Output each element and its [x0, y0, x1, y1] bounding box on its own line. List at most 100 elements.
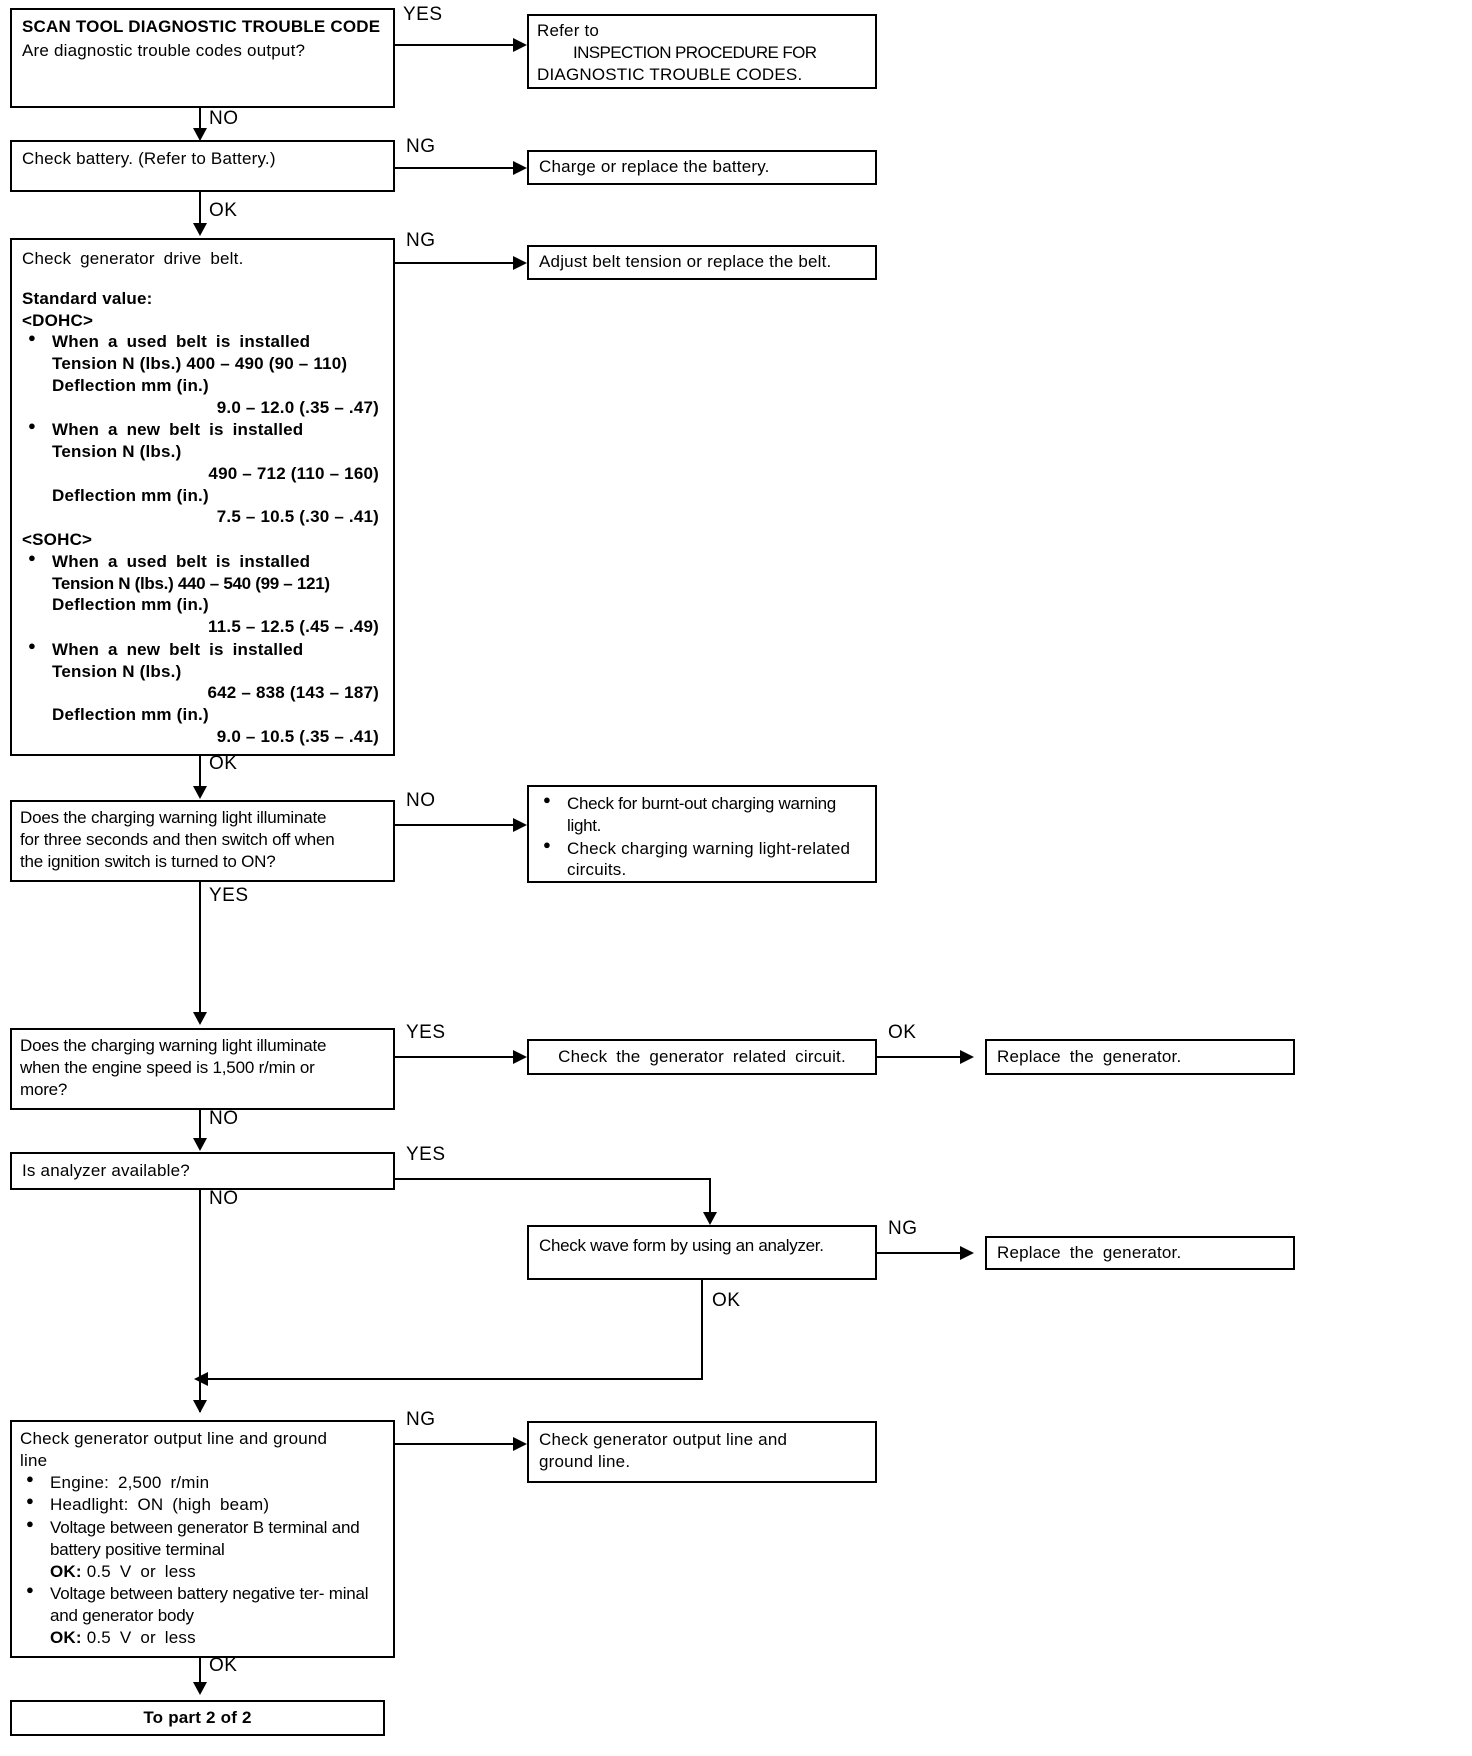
edge-analyzer-no-arrowhead	[193, 1400, 207, 1413]
check-output-line-list: Engine: 2,500 r/min Headlight: ON (high …	[20, 1471, 385, 1649]
edge-belt-ng	[395, 262, 525, 264]
output-item-3-ok-label: OK:	[50, 1627, 82, 1647]
check-wave-form-text: Check wave form by using an analyzer.	[539, 1236, 824, 1255]
edge-battery-ng	[395, 167, 525, 169]
sohc-1-deflection-label: Deflection mm (in.)	[52, 705, 209, 724]
node-check-belt: Check generator drive belt. Standard val…	[10, 238, 395, 756]
list-item: When a used belt is installed Tension N …	[22, 330, 383, 418]
check-belt-sohc-list: When a used belt is installed Tension N …	[22, 550, 383, 748]
check-belt-sohc-label: <SOHC>	[22, 530, 93, 549]
output-line-heading-2: line	[20, 1450, 48, 1470]
output-item-3-text: Voltage between battery negative ter- mi…	[50, 1584, 369, 1625]
warn-circuit-item-0: Check for burnt-out charging warning lig…	[567, 794, 836, 835]
check-gen-circuit-text: Check the generator related circuit.	[558, 1047, 846, 1066]
replace-gen-2-text: Replace the generator.	[997, 1243, 1182, 1262]
edge-gencircuit-ok	[877, 1056, 972, 1058]
edge-outputline-ok	[199, 1658, 201, 1686]
edge-belt-ng-arrowhead	[513, 256, 527, 270]
sohc-0-title: When a used belt is installed	[52, 551, 311, 571]
output-result-line-1: Check generator output line and	[539, 1430, 788, 1449]
edge-scan-yes-arrowhead	[513, 38, 527, 52]
node-check-output-line-result: Check generator output line and ground l…	[527, 1421, 877, 1483]
edge-label-ok-1: OK	[209, 200, 238, 221]
edge-warn3-no	[395, 824, 525, 826]
node-scan-tool: SCAN TOOL DIAGNOSTIC TROUBLE CODE Are di…	[10, 8, 395, 108]
list-item: When a new belt is installed Tension N (…	[22, 638, 383, 748]
dohc-0-deflection-label: Deflection mm (in.)	[52, 375, 209, 395]
edge-label-ng-2: NG	[406, 230, 436, 251]
edge-battery-ok-arrowhead	[193, 223, 207, 236]
node-charge-battery: Charge or replace the battery.	[527, 150, 877, 185]
node-to-part-2: To part 2 of 2	[10, 1700, 385, 1736]
edge-analyzer-no	[199, 1190, 201, 1412]
output-item-3-ok-value: 0.5 V or less	[86, 1627, 196, 1647]
edge-label-ng-3: NG	[888, 1218, 918, 1239]
refer-line-1: Refer to	[537, 21, 600, 40]
node-check-output-line: Check generator output line and ground l…	[10, 1420, 395, 1658]
list-item: Check charging warning light-related cir…	[537, 837, 867, 882]
scan-tool-question: Are diagnostic trouble codes output?	[22, 40, 306, 60]
edge-waveform-ok-arrowhead	[194, 1372, 208, 1386]
edge-warn3-no-arrowhead	[513, 818, 527, 832]
edge-waveform-ng	[877, 1252, 972, 1254]
check-belt-standard-label: Standard value:	[22, 288, 153, 308]
dohc-0-tension-label: Tension N (lbs.) 400 – 490 (90 – 110)	[52, 354, 348, 373]
check-belt-dohc-list: When a used belt is installed Tension N …	[22, 330, 383, 528]
node-refer-inspection: Refer to INSPECTION PROCEDURE FOR DIAGNO…	[527, 14, 877, 89]
check-warn-circuits-list: Check for burnt-out charging warning lig…	[537, 792, 867, 882]
to-part-2-text: To part 2 of 2	[143, 1708, 252, 1727]
dohc-1-title: When a new belt is installed	[52, 420, 304, 440]
edge-label-ok-3: OK	[888, 1022, 917, 1043]
edge-outputline-ng-arrowhead	[513, 1437, 527, 1451]
sohc-1-tension-value: 642 – 838 (143 – 187)	[207, 683, 379, 703]
output-line-heading-1: Check generator output line and ground	[20, 1429, 328, 1448]
edge-belt-ok	[199, 756, 201, 788]
list-item: Check for burnt-out charging warning lig…	[537, 792, 867, 837]
dohc-1-tension-label: Tension N (lbs.)	[52, 442, 182, 461]
warn-3sec-line-3: the ignition switch is turned to ON?	[20, 851, 276, 871]
warn-1500-line-1: Does the charging warning light illumina…	[20, 1036, 327, 1055]
list-item: Voltage between generator B terminal and…	[20, 1516, 385, 1582]
edge-waveform-ok-h	[199, 1378, 703, 1380]
output-item-0-text: Engine: 2,500 r/min	[50, 1472, 210, 1492]
replace-gen-1-text: Replace the generator.	[997, 1047, 1182, 1066]
node-warn-light-1500: Does the charging warning light illumina…	[10, 1028, 395, 1110]
edge-label-no-3: NO	[209, 1108, 239, 1129]
edge-warn1500-yes	[395, 1056, 525, 1058]
node-replace-generator-1: Replace the generator.	[985, 1039, 1295, 1075]
sohc-1-tension-label: Tension N (lbs.)	[52, 661, 182, 681]
edge-label-ng-4: NG	[406, 1409, 436, 1430]
edge-waveform-ng-arrowhead	[960, 1246, 974, 1260]
list-item: Engine: 2,500 r/min	[20, 1471, 385, 1494]
refer-line-3: DIAGNOSTIC TROUBLE CODES.	[537, 64, 803, 84]
scan-tool-heading: SCAN TOOL DIAGNOSTIC TROUBLE CODE	[22, 17, 381, 36]
edge-battery-ng-arrowhead	[513, 161, 527, 175]
edge-label-no-1: NO	[209, 108, 239, 129]
warn-3sec-line-1: Does the charging warning light illumina…	[20, 808, 327, 827]
adjust-belt-text: Adjust belt tension or replace the belt.	[539, 252, 832, 271]
warn-1500-line-2: when the engine speed is 1,500 r/min or	[20, 1057, 315, 1077]
edge-waveform-ok-v	[701, 1280, 703, 1380]
warn-3sec-line-2: for three seconds and then switch off wh…	[20, 829, 335, 849]
edge-analyzer-yes-arrowhead	[703, 1212, 717, 1225]
list-item: When a used belt is installed Tension N …	[22, 550, 383, 638]
edge-label-yes-1: YES	[403, 4, 443, 25]
edge-outputline-ng	[395, 1443, 525, 1445]
node-analyzer-available: Is analyzer available?	[10, 1152, 395, 1190]
analyzer-available-text: Is analyzer available?	[22, 1161, 190, 1180]
sohc-0-deflection-label: Deflection mm (in.)	[52, 595, 209, 615]
list-item: When a new belt is installed Tension N (…	[22, 418, 383, 528]
check-belt-text: Check generator drive belt.	[22, 249, 244, 268]
edge-label-ok-2: OK	[209, 753, 238, 774]
edge-warn1500-no-arrowhead	[193, 1138, 207, 1151]
edge-scan-no-arrowhead	[193, 128, 207, 141]
output-item-2-ok-value: 0.5 V or less	[86, 1561, 196, 1581]
dohc-1-tension-value: 490 – 712 (110 – 160)	[208, 463, 379, 483]
edge-warn1500-yes-arrowhead	[513, 1050, 527, 1064]
node-check-wave-form: Check wave form by using an analyzer.	[527, 1225, 877, 1280]
edge-gencircuit-ok-arrowhead	[960, 1050, 974, 1064]
warn-circuit-item-1: Check charging warning light-related cir…	[567, 838, 851, 880]
refer-line-2: INSPECTION PROCEDURE FOR	[573, 42, 817, 62]
output-result-line-2: ground line.	[539, 1451, 631, 1471]
